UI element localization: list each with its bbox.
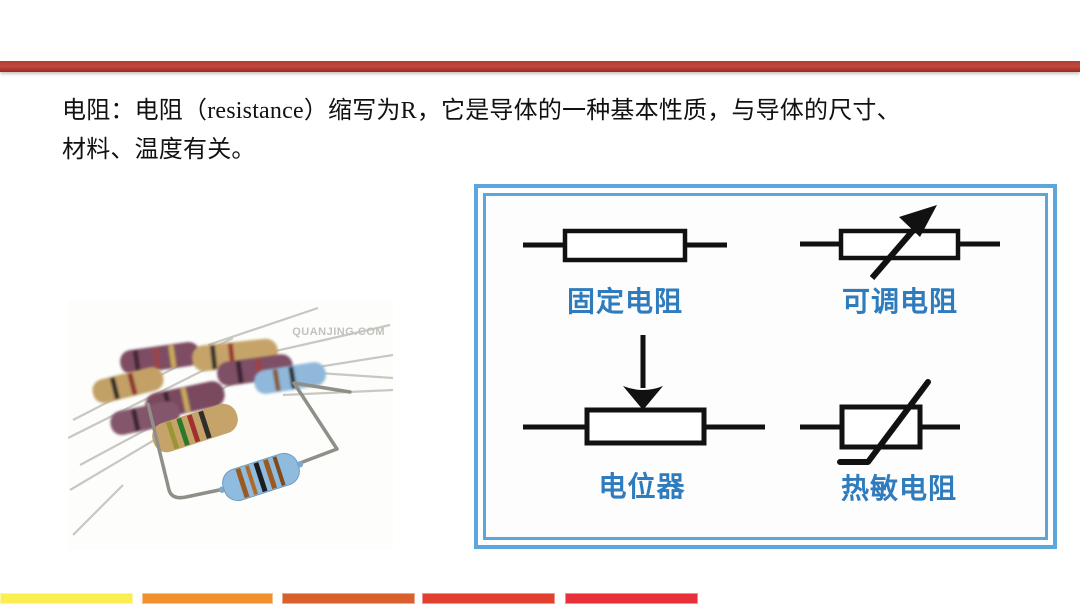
potentiometer-label: 电位器 bbox=[598, 472, 686, 503]
fixed-resistor-symbol bbox=[523, 228, 727, 263]
resistors-photo-art bbox=[68, 306, 393, 536]
footer-bar-crimson bbox=[565, 593, 698, 604]
adjustable-resistor-symbol bbox=[800, 205, 1000, 280]
footer-bar-orange bbox=[142, 593, 273, 604]
intro-paragraph: 电阻：电阻（resistance）缩写为R，它是导体的一种基本性质，与导体的尺寸… bbox=[62, 92, 1022, 170]
top-accent-bar bbox=[0, 61, 1080, 72]
adjustable-resistor-label: 可调电阻 bbox=[841, 287, 958, 318]
footer-bar-brick bbox=[282, 593, 415, 604]
potentiometer-symbol bbox=[523, 335, 765, 446]
footer-bar-red bbox=[422, 593, 555, 604]
resistors-photo: QUANJING.COM bbox=[68, 300, 393, 550]
blue-resistor bbox=[218, 452, 304, 502]
bent-wire bbox=[146, 381, 352, 500]
intro-line-2: 材料、温度有关。 bbox=[62, 137, 256, 163]
thermistor-label: 热敏电阻 bbox=[840, 474, 957, 505]
thermistor-symbol bbox=[800, 379, 960, 465]
photo-watermark: QUANJING.COM bbox=[292, 326, 385, 338]
footer-bar-yellow bbox=[0, 593, 133, 604]
intro-line-1: 电阻：电阻（resistance）缩写为R，它是导体的一种基本性质，与导体的尺寸… bbox=[62, 98, 901, 124]
fixed-resistor-label: 固定电阻 bbox=[566, 287, 683, 318]
resistor-cluster bbox=[92, 338, 326, 453]
